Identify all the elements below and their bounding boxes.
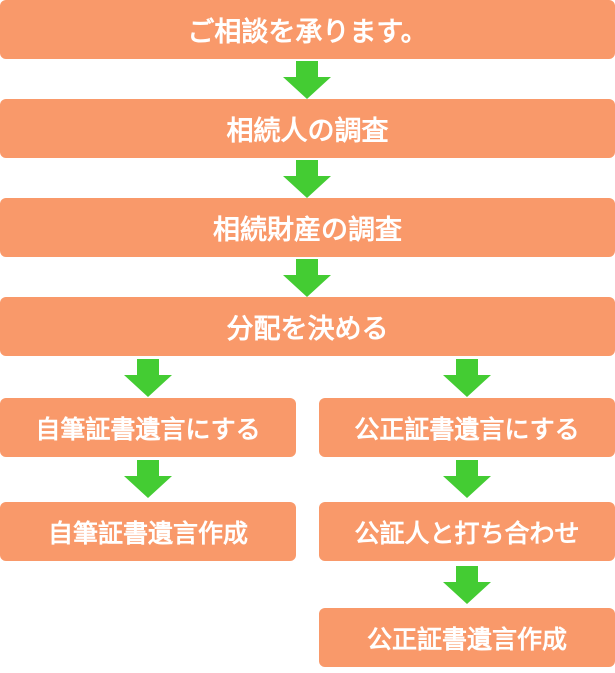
step-decide-division-label: 分配を決める (226, 314, 389, 345)
step-notarial-will-create: 公正証書遺言作成 (319, 608, 615, 667)
step-consult: ご相談を承ります。 (0, 0, 615, 59)
step-decide-division: 分配を決める (0, 297, 615, 356)
step-notarial-will-create-label: 公正証書遺言作成 (366, 624, 567, 654)
down-arrow-icon (443, 359, 491, 397)
down-arrow-icon (443, 460, 491, 498)
step-holographic-will-create: 自筆証書遺言作成 (0, 502, 296, 561)
step-consult-label: ご相談を承ります。 (187, 17, 428, 48)
step-holographic-will-label: 自筆証書遺言にする (35, 414, 261, 444)
down-arrow-icon (283, 61, 331, 99)
step-notarial-will-label: 公正証書遺言にする (354, 414, 580, 444)
step-asset-survey: 相続財産の調査 (0, 198, 615, 257)
down-arrow-icon (283, 259, 331, 297)
down-arrow-icon (443, 566, 491, 604)
step-notary-meeting: 公証人と打ち合わせ (319, 502, 615, 561)
step-holographic-will: 自筆証書遺言にする (0, 398, 296, 457)
step-heir-survey: 相続人の調査 (0, 99, 615, 158)
down-arrow-icon (124, 460, 172, 498)
step-notary-meeting-label: 公証人と打ち合わせ (354, 518, 580, 548)
step-heir-survey-label: 相続人の調査 (226, 116, 389, 147)
down-arrow-icon (283, 160, 331, 198)
step-holographic-will-create-label: 自筆証書遺言作成 (47, 518, 248, 548)
step-asset-survey-label: 相続財産の調査 (213, 215, 402, 246)
down-arrow-icon (124, 359, 172, 397)
step-notarial-will: 公正証書遺言にする (319, 398, 615, 457)
